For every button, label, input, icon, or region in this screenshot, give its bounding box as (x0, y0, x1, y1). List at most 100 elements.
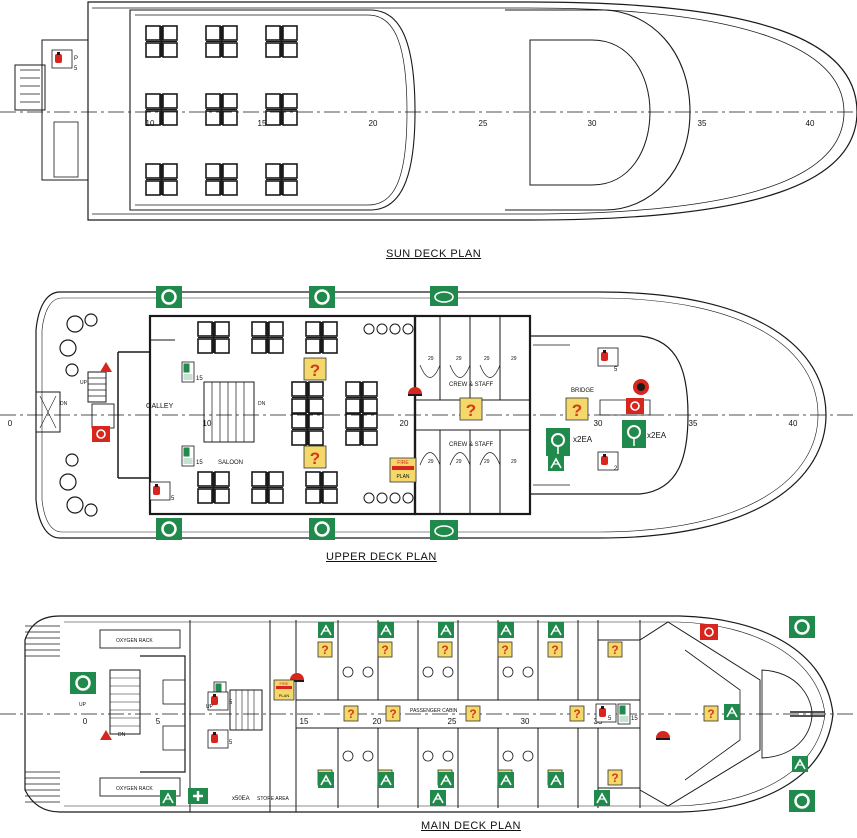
muster-point-icon (437, 641, 453, 658)
emergency-alarm-icon (626, 398, 644, 414)
forward-vee (639, 621, 761, 807)
general-alarm-icon (633, 379, 649, 395)
upper-fire-plan: FIRE PLAN (389, 457, 417, 483)
oxygen-rack-bottom (99, 777, 181, 797)
muster-point-icon (547, 641, 563, 658)
seating-group (145, 163, 178, 196)
muster-point-icon (497, 641, 513, 658)
seating-group (345, 413, 378, 446)
upper-deck (0, 291, 857, 539)
exit-route-icon (547, 454, 565, 472)
fire-extinguisher-icon (149, 481, 171, 501)
cabin-number: 29 (456, 459, 462, 465)
frame-label: 20 (369, 119, 378, 128)
main-ext-count-1: 5 (229, 740, 233, 746)
main-stair-up-label: UP (79, 702, 87, 708)
cabin-toilets (342, 666, 534, 762)
main-fire-plan-line2: PLAN (279, 693, 290, 698)
fire-extinguisher-icon (207, 729, 229, 749)
cabin-corridor (296, 699, 640, 729)
upper-ext-count-3: 2 (614, 466, 618, 472)
upper-aft-stair (87, 371, 107, 403)
seating-group (197, 471, 230, 504)
main-deck (0, 615, 857, 813)
exit-route-icon (429, 789, 447, 807)
frame-label: 25 (448, 717, 457, 726)
frame-label: 30 (594, 419, 603, 428)
buoy-with-line-icon (622, 420, 646, 448)
main-stair-dn-label: DN (118, 732, 126, 738)
frame-label: 0 (83, 717, 88, 726)
upper-jacket-count-1: 15 (196, 376, 203, 382)
main-deck-room-labels: OXYGEN RACK OXYGEN RACK PASSENGER CABIN … (79, 638, 458, 802)
fire-plan-line2: PLAN (396, 474, 409, 480)
life-buoy-icon (787, 788, 817, 814)
seating-group (197, 321, 230, 354)
exit-route-icon (437, 621, 455, 639)
seating-group (265, 93, 298, 126)
fire-plan-line1: FIRE (397, 460, 409, 466)
emergency-alarm-icon (700, 624, 718, 640)
seating-group (251, 321, 284, 354)
life-raft-icon (430, 520, 458, 540)
main-mid-stair-up-label: UP (206, 704, 214, 710)
seating-group (265, 163, 298, 196)
upper-raft-qty: x2EA (647, 431, 667, 440)
cabin-number: 29 (428, 459, 434, 465)
transom-steps (25, 625, 60, 803)
muster-point-icon (607, 769, 623, 786)
exit-route-icon (317, 621, 335, 639)
life-jacket-icon (181, 361, 195, 383)
frame-label: 30 (521, 717, 530, 726)
exit-route-icon (723, 703, 741, 721)
exit-route-icon (317, 771, 335, 789)
upper-deck-room-labels: GALLEY SALOON CREW & STAFF CREW & STAFF … (60, 380, 667, 466)
muster-point-icon (569, 705, 585, 722)
main-jacket-count: 15 (631, 716, 638, 722)
main-mid-stair (229, 689, 263, 731)
passenger-cabin-label: PASSENGER CABIN (410, 708, 458, 714)
fire-alarm-bell-icon (408, 387, 422, 396)
frame-number-labels: 1015202530354001020303540051520253035 (8, 119, 815, 726)
cabin-number: 29 (511, 356, 517, 362)
main-deck-hull (24, 615, 834, 813)
frame-label: 40 (806, 119, 815, 128)
cabin-number: 29 (511, 459, 517, 465)
fire-extinguisher-icon (597, 347, 619, 367)
life-buoy-icon (154, 284, 184, 310)
extinguisher-count-labels: P 5 5 5 2 15 15 5 5 5 15 (74, 56, 638, 746)
muster-point-icon (459, 397, 483, 421)
exit-route-icon (377, 621, 395, 639)
frame-label: 0 (8, 419, 13, 428)
muster-point-icon (303, 445, 327, 469)
seating-group (265, 25, 298, 58)
exit-route-icon (377, 771, 395, 789)
seating-group (345, 381, 378, 414)
frame-label: 25 (479, 119, 488, 128)
muster-point-icon (385, 705, 401, 722)
upper-jacket-count-2: 15 (196, 460, 203, 466)
oxygen-rack-label-top: OXYGEN RACK (116, 638, 153, 644)
muster-point-icon (565, 397, 589, 421)
muster-point-icon (465, 705, 481, 722)
life-raft-icon (430, 286, 458, 306)
muster-point-icon (303, 357, 327, 381)
oxygen-rack-label-bottom: OXYGEN RACK (116, 786, 153, 792)
frame-label: 15 (300, 717, 309, 726)
crew-staff-label-bottom: CREW & STAFF (449, 442, 494, 448)
cabin-number: 29 (428, 356, 434, 362)
frame-label: 10 (146, 119, 155, 128)
muster-point-icon (703, 705, 719, 722)
sun-deck-aft-stair (14, 64, 46, 111)
store-area-label: STORE AREA (257, 796, 290, 802)
exit-route-icon (497, 771, 515, 789)
exit-route-icon (159, 789, 177, 807)
life-jacket-icon (617, 703, 631, 725)
muster-point-icon (377, 641, 393, 658)
sun-deck-hull (87, 1, 857, 221)
frame-label: 20 (400, 419, 409, 428)
galley-label: GALLEY (146, 403, 174, 410)
main-fire-plan: FIRE PLAN (273, 679, 295, 701)
frame-label: 35 (698, 119, 707, 128)
